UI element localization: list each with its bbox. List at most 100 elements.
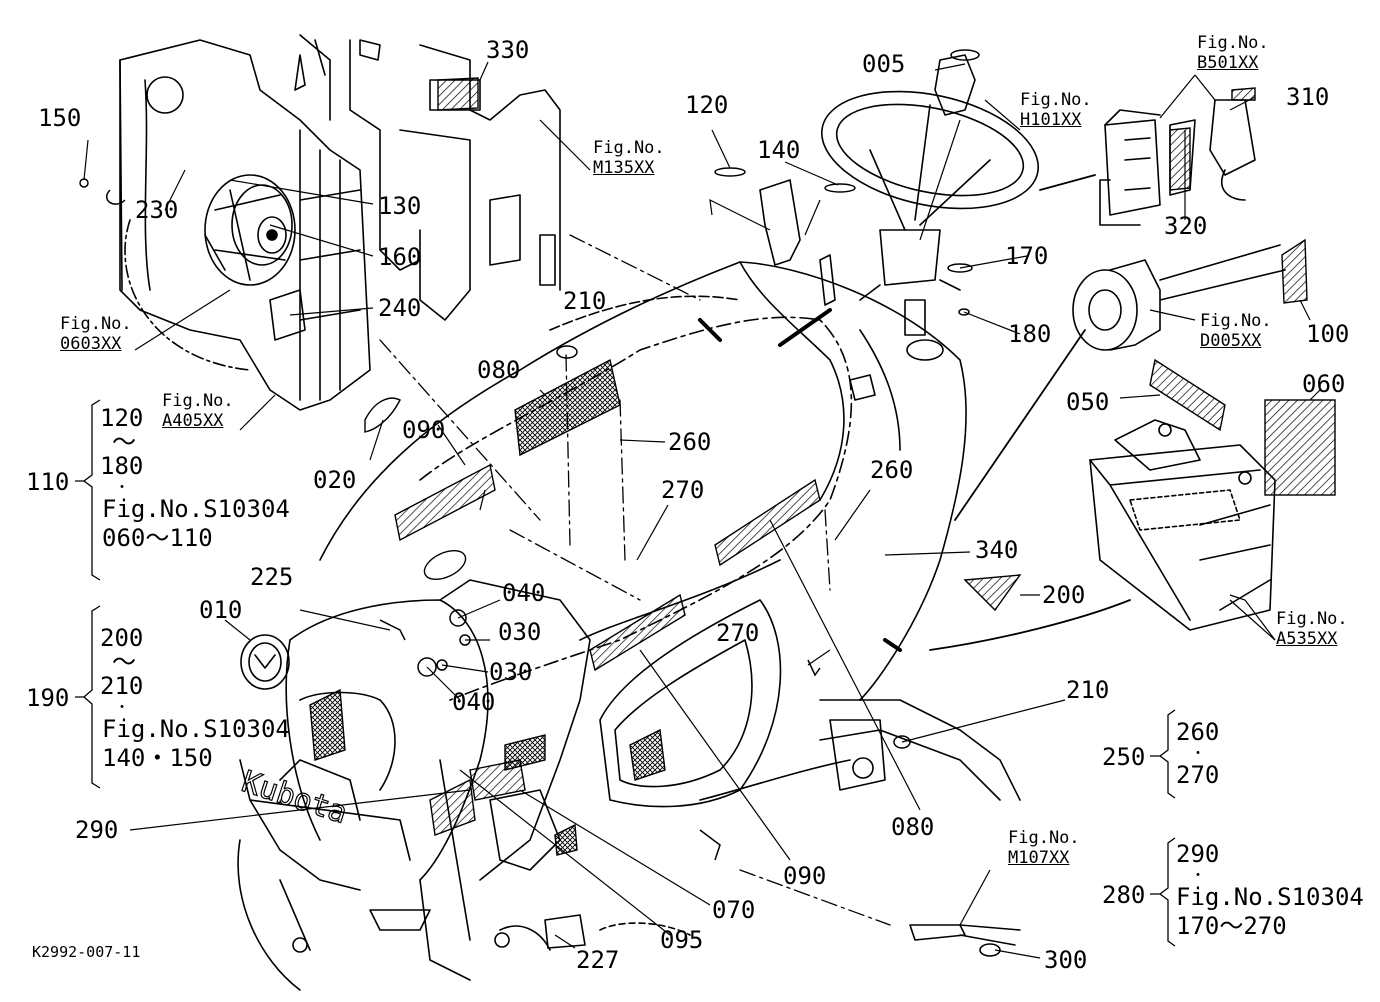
part-label-170: 170: [1005, 242, 1049, 270]
part-label-270-lower: 270: [716, 619, 760, 647]
group-line: 060～110: [102, 523, 213, 552]
part-label-100: 100: [1306, 320, 1350, 348]
part-label-160: 160: [378, 243, 422, 271]
group-line: 270: [1176, 760, 1220, 789]
group-id-250: 250: [1102, 743, 1146, 771]
group-250-members: 260 ・ 270: [1176, 718, 1219, 790]
exploded-leader-lines: [379, 234, 891, 926]
group-line: 290: [1176, 840, 1220, 868]
group-190-members: 200 ～ 210 ・ Fig.No.S10304 140・150: [100, 624, 290, 772]
part-label-010: 010: [199, 596, 243, 624]
group-line: Fig.No.S10304: [102, 494, 290, 523]
fig-ref-code: D005XX: [1200, 330, 1262, 351]
part-label-210-lower: 210: [1066, 676, 1110, 704]
group-line: Fig.No.S10304: [1176, 882, 1364, 911]
group-line: ～: [112, 427, 136, 456]
group-line: Fig.No.S10304: [102, 714, 290, 743]
part-label-227: 227: [576, 946, 620, 974]
part-label-095: 095: [660, 926, 704, 954]
part-label-090-lower: 090: [783, 862, 827, 890]
fig-ref-code: A405XX: [162, 410, 224, 431]
fig-ref-a535xx[interactable]: Fig.No.A535XX: [1276, 609, 1348, 649]
group-line: 180: [100, 451, 144, 480]
drawing-code: K2992-007-11: [32, 943, 141, 961]
fig-ref-code: M107XX: [1008, 847, 1070, 868]
fig-ref-code: M135XX: [593, 157, 655, 178]
part-label-140: 140: [757, 136, 801, 164]
fig-ref-code: 0603XX: [60, 333, 122, 354]
part-label-030-lower: 030: [489, 658, 533, 686]
part-label-040-lower: 040: [452, 688, 496, 716]
part-label-340: 340: [975, 536, 1019, 564]
group-line: ～: [112, 647, 136, 676]
group-280-members: 290 ・ Fig.No.S10304 170～270: [1176, 840, 1364, 940]
group-line: ・: [115, 479, 129, 496]
part-label-120: 120: [685, 91, 729, 119]
hood-gas-strut: [909, 924, 1021, 957]
assembly-arrows: [883, 174, 1131, 652]
part-label-225: 225: [250, 563, 294, 591]
part-label-330: 330: [486, 36, 530, 64]
group-line: ・: [115, 699, 129, 716]
fig-ref-h101xx[interactable]: Fig.No.H101XX: [1020, 90, 1092, 130]
group-line: 170～270: [1176, 911, 1287, 940]
fig-ref-m107xx[interactable]: Fig.No.M107XX: [1008, 828, 1080, 868]
part-label-180: 180: [1008, 320, 1052, 348]
group-line: 210: [100, 671, 144, 700]
fig-ref-prefix: Fig.No.: [1008, 828, 1080, 848]
part-label-005: 005: [862, 50, 906, 78]
group-110-members: 120 ～ 180 ・ Fig.No.S10304 060～110: [100, 404, 290, 552]
label-leaders: [83, 61, 1321, 959]
fig-ref-d005xx[interactable]: Fig.No.D005XX: [1200, 311, 1272, 351]
fig-ref-prefix: Fig.No.: [593, 138, 665, 158]
group-line: 120: [100, 404, 144, 432]
steering-wheel-assembly: [759, 54, 1040, 401]
group-line: 140・150: [102, 743, 213, 772]
fig-ref-code: B501XX: [1197, 52, 1259, 73]
part-label-030-upper: 030: [498, 618, 542, 646]
group-brackets: [75, 399, 1176, 947]
part-label-040-upper: 040: [502, 579, 546, 607]
part-label-080-left: 080: [477, 356, 521, 384]
fig-ref-m135xx[interactable]: Fig.No.M135XX: [593, 138, 665, 178]
group-id-190: 190: [26, 684, 70, 712]
fig-ref-prefix: Fig.No.: [162, 391, 234, 411]
fig-ref-prefix: Fig.No.: [1200, 311, 1272, 331]
relay-module-assembly: [1099, 99, 1256, 226]
part-label-210-upper: 210: [563, 287, 607, 315]
group-line: ・: [1191, 867, 1205, 884]
part-label-080-right: 080: [891, 813, 935, 841]
fig-ref-code: A535XX: [1276, 628, 1338, 649]
fig-ref-0603xx[interactable]: Fig.No.0603XX: [60, 314, 132, 354]
group-id-280: 280: [1102, 881, 1146, 909]
group-line: ・: [1191, 745, 1205, 762]
fig-ref-prefix: Fig.No.: [60, 314, 132, 334]
battery-assembly: [1089, 419, 1276, 631]
part-label-020: 020: [313, 466, 357, 494]
emblem-badge: [240, 634, 290, 690]
fig-ref-prefix: Fig.No.: [1197, 33, 1269, 53]
fig-ref-b501xx[interactable]: Fig.No.B501XX: [1197, 33, 1269, 73]
part-label-200: 200: [1042, 581, 1086, 609]
group-line: 200: [100, 624, 144, 652]
fan-shroud-assembly: [119, 34, 561, 411]
part-label-300: 300: [1044, 946, 1088, 974]
fig-ref-prefix: Fig.No.: [1020, 90, 1092, 110]
part-label-240: 240: [378, 294, 422, 322]
group-line: 260: [1176, 718, 1220, 746]
part-label-260-right: 260: [870, 456, 914, 484]
part-label-260-left: 260: [668, 428, 712, 456]
part-label-130: 130: [378, 192, 422, 220]
part-label-230: 230: [135, 196, 179, 224]
part-label-320: 320: [1164, 212, 1208, 240]
starter-switch-assembly: [1072, 244, 1286, 351]
fig-ref-a405xx[interactable]: Fig.No.A405XX: [162, 391, 234, 431]
part-label-070: 070: [712, 896, 756, 924]
group-id-110: 110: [26, 468, 70, 496]
part-label-060: 060: [1302, 370, 1346, 398]
part-label-290: 290: [75, 816, 119, 844]
part-label-310: 310: [1286, 83, 1330, 111]
part-label-150: 150: [38, 104, 82, 132]
